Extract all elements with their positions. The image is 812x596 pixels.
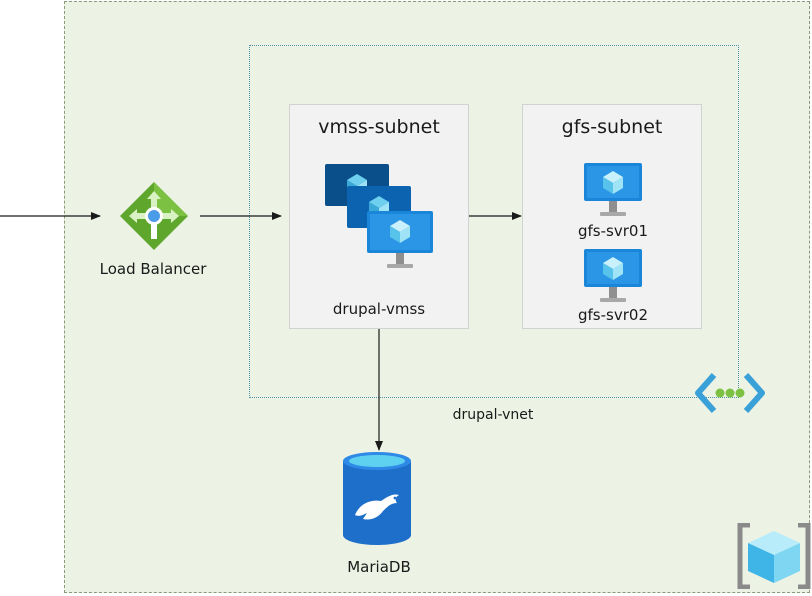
vm-scale-set-icon — [325, 164, 433, 268]
vmss-subnet-title: vmss-subnet — [318, 116, 440, 138]
gfs-server-label: gfs-svr01 — [578, 222, 648, 240]
mariadb-label: MariaDB — [347, 558, 411, 576]
vmss-label: drupal-vmss — [332, 300, 426, 318]
gfs-server-label: gfs-svr02 — [578, 306, 648, 324]
virtual-network-icon — [695, 373, 765, 413]
vm-icon — [584, 163, 642, 216]
vm-icon — [584, 249, 642, 302]
load-balancer-icon — [120, 182, 188, 250]
resource-group-icon — [737, 523, 811, 589]
gfs-subnet-title: gfs-subnet — [561, 116, 663, 138]
vnet-label: drupal-vnet — [452, 407, 534, 423]
mariadb-icon — [343, 452, 411, 545]
load-balancer-label: Load Balancer — [99, 260, 207, 278]
vnet-boundary — [249, 45, 739, 398]
